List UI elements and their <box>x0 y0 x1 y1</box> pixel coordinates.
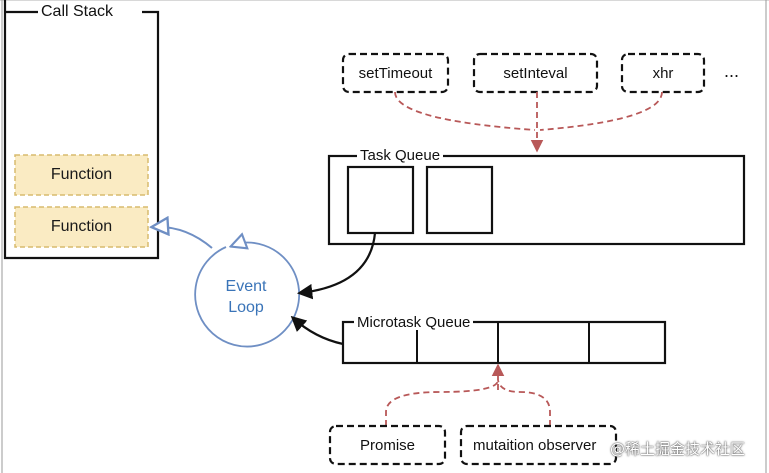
source-box-settimeout <box>341 52 450 94</box>
call-stack-box <box>3 0 160 260</box>
micro-source-promise-label: Promise <box>359 436 415 454</box>
event-loop-label: Event Loop <box>214 277 278 319</box>
stack-frame-1-label: Function <box>50 166 113 183</box>
stack-frame-2-label: Function <box>50 218 113 235</box>
source-setinterval-label: setInteval <box>503 64 568 82</box>
micro-source-box-promise <box>328 424 447 466</box>
task-to-loop-arrow <box>296 232 377 300</box>
task-slot-1 <box>346 165 415 235</box>
more-sources-ellipsis: ... <box>724 61 740 81</box>
loop-to-stack-arrow <box>153 227 213 249</box>
microtask-to-loop-arrow <box>290 315 344 346</box>
task-queue-title: Task Queue <box>357 148 444 163</box>
settimeout-connector <box>394 91 536 131</box>
stack-frame-1 <box>14 154 149 196</box>
watermark: @稀土掘金技术社区 <box>610 440 746 458</box>
xhr-connector <box>539 91 663 131</box>
microtask-queue-title: Microtask Queue <box>354 315 474 330</box>
source-settimeout-label: setTimeout <box>358 64 433 82</box>
event-loop-arrowhead <box>232 243 240 246</box>
event-loop-circle <box>194 241 301 348</box>
event-loop-label-line1: Event <box>225 278 267 295</box>
task-slot-2 <box>425 165 494 235</box>
source-xhr-label: xhr <box>652 64 674 82</box>
source-box-xhr <box>620 52 706 94</box>
call-stack-title: Call Stack <box>38 4 117 20</box>
source-box-setinterval <box>472 52 599 94</box>
micro-source-mutation-label: mutaition observer <box>473 436 597 454</box>
event-loop-label-line2: Loop <box>228 298 264 316</box>
mutation-connector <box>497 379 551 426</box>
promise-connector <box>385 379 499 426</box>
stack-frame-2 <box>14 206 149 248</box>
micro-source-box-mutation <box>459 424 618 466</box>
